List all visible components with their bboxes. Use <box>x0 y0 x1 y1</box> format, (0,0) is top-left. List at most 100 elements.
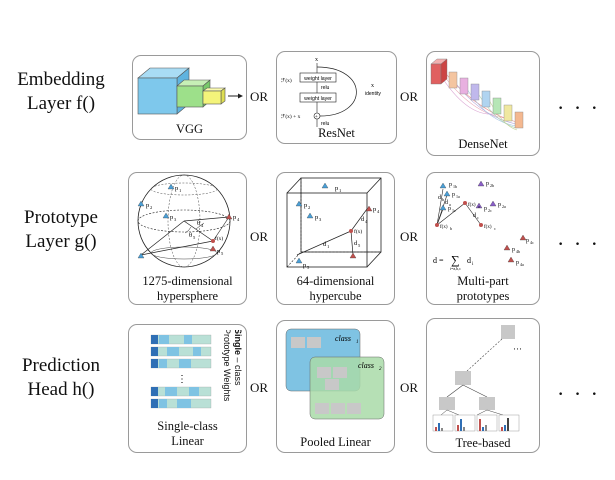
svg-text:c: c <box>477 215 479 220</box>
svg-text:p: p <box>233 214 236 221</box>
or-label: OR <box>400 229 419 244</box>
svg-text:d: d <box>467 256 471 265</box>
pooled-linear-diagram: class 1 class 2 <box>285 328 385 420</box>
resnet-fx-plus-x: ℱ(x) + x <box>281 113 301 120</box>
tree-based-card: ··· Tree-based <box>426 318 540 453</box>
svg-text:∑: ∑ <box>451 253 460 267</box>
more-ellipsis: · · · <box>557 381 600 406</box>
resnet-identity: identity <box>365 91 381 97</box>
svg-text:i=a,b,c: i=a,b,c <box>450 266 461 272</box>
row-label-prototype: Prototype Layer g() <box>0 206 122 254</box>
svg-text:p: p <box>373 206 376 213</box>
svg-text:p: p <box>304 202 307 209</box>
tree-diagram: ··· <box>432 325 522 432</box>
row-label-embedding-text: Embedding Layer f() <box>17 69 105 114</box>
svg-text:p: p <box>170 214 173 221</box>
vgg-diagram <box>137 67 243 115</box>
svg-text:i: i <box>472 262 474 267</box>
class1-label: class <box>335 334 351 343</box>
svg-text:a: a <box>478 204 480 209</box>
svg-text:p: p <box>315 214 318 221</box>
svg-text:5: 5 <box>221 251 224 256</box>
weights-label-class: – class <box>233 355 243 386</box>
vdots: ⋮ <box>177 374 187 385</box>
svg-text:4c: 4c <box>530 240 534 245</box>
multipart-caption: Multi-part prototypes <box>456 274 510 303</box>
resnet-relu-2: relu <box>321 121 330 127</box>
resnet-x-top: x <box>315 57 318 63</box>
svg-text:2: 2 <box>308 205 310 210</box>
densenet-caption: DenseNet <box>458 137 508 151</box>
svg-text:5: 5 <box>358 243 361 248</box>
hypercube-caption: 64-dimensional hypercube <box>296 274 375 303</box>
svg-text:d: d <box>323 241 327 248</box>
svg-text:b: b <box>450 226 452 231</box>
svg-text:d: d <box>473 213 476 219</box>
svg-text:3: 3 <box>319 217 322 222</box>
more-ellipsis: · · · <box>557 231 600 256</box>
or-label: OR <box>400 380 419 395</box>
pooled-linear-card: class 1 class 2 Pooled Linear <box>276 320 395 453</box>
resnet-card: x weight layer ℱ(x) relu weight layer + … <box>276 51 397 144</box>
class1-subscript: 1 <box>356 340 359 345</box>
svg-text:p: p <box>512 247 515 253</box>
weights-label-single: Single <box>233 330 243 356</box>
svg-text:2: 2 <box>150 205 152 210</box>
resnet-fx: ℱ(x) <box>281 77 292 84</box>
svg-text:f(x): f(x) <box>215 235 223 242</box>
svg-text:p: p <box>448 206 451 212</box>
svg-text:d: d <box>354 240 358 247</box>
resnet-weight-layer-2: weight layer <box>304 96 332 102</box>
svg-text:3: 3 <box>174 217 177 222</box>
row-label-embedding: Embedding Layer f() <box>0 68 122 116</box>
svg-text:p: p <box>498 202 501 208</box>
svg-text:p: p <box>486 181 489 187</box>
class2-subscript: 2 <box>379 367 382 372</box>
svg-text:p: p <box>303 262 306 269</box>
densenet-card: DenseNet <box>426 51 540 156</box>
single-class-weights-diagram: ⋮ <box>150 334 212 409</box>
svg-text:θ: θ <box>189 232 192 239</box>
svg-text:f(x): f(x) <box>468 203 476 208</box>
hypersphere-caption: 1275-dimensional hypersphere <box>142 274 233 303</box>
svg-text:2a: 2a <box>502 204 506 209</box>
or-label: OR <box>250 89 269 104</box>
svg-text:4: 4 <box>201 223 204 228</box>
svg-text:p: p <box>175 185 178 192</box>
svg-text:d =: d = <box>433 256 444 265</box>
pooled-linear-caption: Pooled Linear <box>300 435 371 449</box>
resnet-block-diagram: x weight layer ℱ(x) relu weight layer + … <box>281 57 381 127</box>
svg-text:p: p <box>526 238 529 244</box>
svg-text:f(x): f(x) <box>440 225 448 230</box>
svg-text:f(x): f(x) <box>354 228 362 235</box>
svg-text:2c: 2c <box>488 208 492 213</box>
resnet-weight-layer-1: weight layer <box>304 76 332 82</box>
row-label-prediction-text: Prediction Head h() <box>21 355 101 400</box>
svg-text:p: p <box>146 202 149 209</box>
svg-text:1c: 1c <box>452 208 456 213</box>
svg-text:p: p <box>516 260 519 266</box>
svg-text:4: 4 <box>237 217 240 222</box>
svg-text:1a: 1a <box>456 194 460 199</box>
tree-continuation: ··· <box>513 344 522 354</box>
svg-text:1: 1 <box>339 188 341 193</box>
or-label: OR <box>400 89 419 104</box>
svg-text:1: 1 <box>327 244 329 249</box>
svg-text:a: a <box>449 202 451 207</box>
svg-text:d: d <box>361 216 365 223</box>
single-class-caption: Single-class Linear <box>157 419 218 448</box>
svg-text:f(x): f(x) <box>484 225 492 230</box>
or-label: OR <box>250 380 269 395</box>
svg-text:1: 1 <box>179 188 181 193</box>
svg-text:1b: 1b <box>453 184 457 189</box>
svg-text:4b: 4b <box>516 249 520 254</box>
resnet-x-identity: x <box>371 83 374 89</box>
svg-text:4a: 4a <box>520 262 524 267</box>
